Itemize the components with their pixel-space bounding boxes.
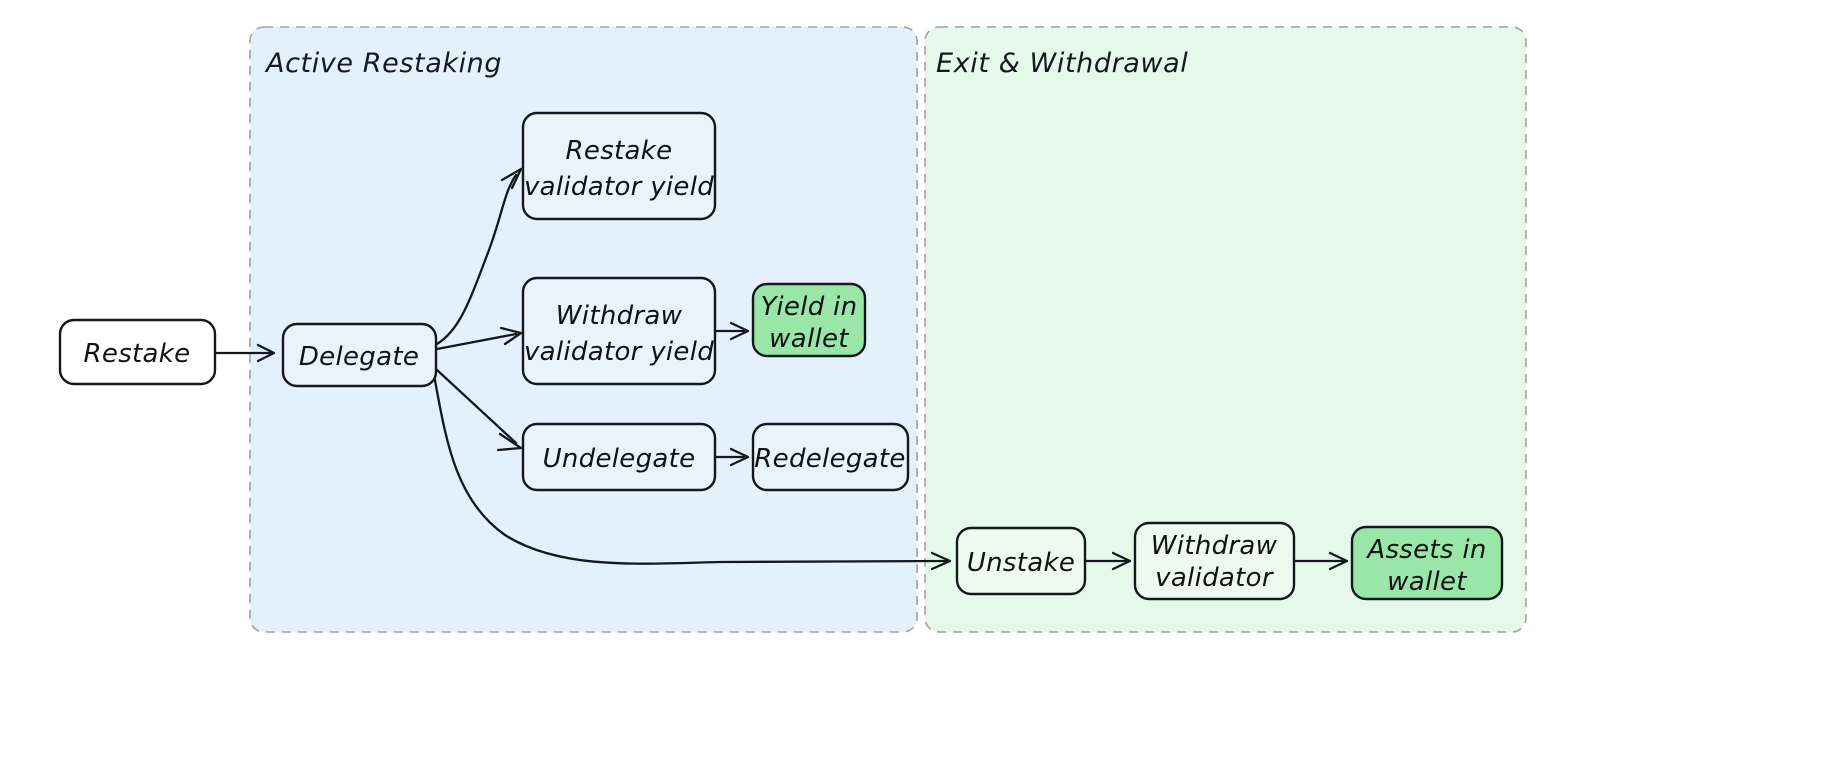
- node-yield-in-wallet-label-line1: Yield in: [761, 292, 858, 322]
- node-withdraw-validator-yield-label-line2: validator yield: [524, 337, 714, 367]
- node-yield-in-wallet[interactable]: Yield in wallet: [751, 282, 867, 358]
- node-yield-in-wallet-rect[interactable]: [751, 282, 867, 358]
- edge-withdraw-validator-yield-to-yield-in-wallet-arrow: [729, 321, 750, 341]
- node-withdraw-validator[interactable]: Withdraw validator: [1133, 521, 1296, 601]
- edge-unstake-to-withdraw-validator-arrow: [1111, 551, 1132, 571]
- node-restake-rect[interactable]: [58, 318, 217, 386]
- node-withdraw-validator-yield-rect[interactable]: [521, 276, 717, 386]
- edge-delegate-to-withdraw-validator-yield-arrow: [499, 326, 523, 346]
- cluster-exit-withdrawal-rect: [924, 26, 1527, 633]
- node-withdraw-validator-rect[interactable]: [1133, 521, 1296, 601]
- node-delegate-label: Delegate: [299, 342, 419, 372]
- node-withdraw-validator-yield[interactable]: Withdraw validator yield: [521, 276, 717, 386]
- node-assets-in-wallet[interactable]: Assets in wallet: [1350, 525, 1504, 601]
- node-withdraw-validator-label-line2: validator: [1155, 563, 1275, 593]
- node-assets-in-wallet-rect[interactable]: [1350, 525, 1504, 601]
- edge-delegate-to-restake-validator-yield-arrow: [500, 167, 523, 190]
- node-redelegate-rect[interactable]: [751, 422, 910, 492]
- node-yield-in-wallet-label-line2: wallet: [769, 324, 849, 354]
- node-unstake-rect[interactable]: [955, 526, 1087, 596]
- node-restake-validator-yield-label-line2: validator yield: [524, 172, 714, 202]
- node-undelegate-label: Undelegate: [543, 444, 696, 474]
- node-restake[interactable]: Restake: [58, 318, 217, 386]
- cluster-exit-withdrawal-label: Exit & Withdrawal: [936, 48, 1188, 79]
- node-restake-validator-yield-rect[interactable]: [521, 111, 717, 221]
- edge-restake-to-delegate: [214, 343, 276, 363]
- edge-delegate-to-undelegate: [435, 368, 523, 452]
- node-restake-validator-yield[interactable]: Restake validator yield: [521, 111, 717, 221]
- cluster-exit-withdrawal: Exit & Withdrawal: [924, 26, 1527, 633]
- edge-delegate-to-unstake-arrow: [930, 551, 952, 571]
- edge-restake-to-delegate-arrow: [256, 343, 276, 363]
- node-delegate-rect[interactable]: [281, 322, 438, 388]
- edge-unstake-to-withdraw-validator: [1084, 551, 1132, 571]
- edge-delegate-to-withdraw-validator-yield-path: [435, 332, 518, 351]
- node-delegate[interactable]: Delegate: [281, 322, 438, 388]
- edge-withdraw-validator-yield-to-yield-in-wallet: [714, 321, 750, 341]
- node-undelegate-rect[interactable]: [521, 422, 717, 492]
- node-withdraw-validator-label-line1: Withdraw: [1151, 531, 1278, 561]
- edge-withdraw-validator-to-assets-in-wallet-arrow: [1328, 551, 1349, 571]
- edge-delegate-to-unstake-path: [432, 373, 948, 565]
- node-redelegate[interactable]: Redelegate: [751, 422, 910, 492]
- edge-delegate-to-restake-validator-yield: [435, 167, 523, 346]
- node-restake-validator-yield-label-line1: Restake: [566, 136, 673, 166]
- node-withdraw-validator-yield-label-line1: Withdraw: [556, 301, 683, 331]
- edge-delegate-to-withdraw-validator-yield: [435, 326, 523, 351]
- node-undelegate[interactable]: Undelegate: [521, 422, 717, 492]
- edge-undelegate-to-redelegate: [714, 447, 750, 467]
- node-unstake-label: Unstake: [967, 548, 1075, 578]
- cluster-active-restaking-label: Active Restaking: [264, 48, 502, 79]
- edge-delegate-to-restake-validator-yield-path: [435, 173, 518, 346]
- edge-delegate-to-undelegate-arrow: [496, 432, 523, 452]
- edge-undelegate-to-redelegate-arrow: [729, 447, 750, 467]
- node-assets-in-wallet-label-line2: wallet: [1387, 567, 1467, 597]
- edge-delegate-to-undelegate-path: [435, 368, 518, 445]
- node-unstake[interactable]: Unstake: [955, 526, 1087, 596]
- node-assets-in-wallet-label-line1: Assets in: [1365, 535, 1486, 565]
- node-restake-label: Restake: [84, 339, 191, 369]
- edge-withdraw-validator-to-assets-in-wallet: [1293, 551, 1349, 571]
- node-redelegate-label: Redelegate: [754, 444, 905, 474]
- edge-delegate-to-unstake: [432, 373, 952, 571]
